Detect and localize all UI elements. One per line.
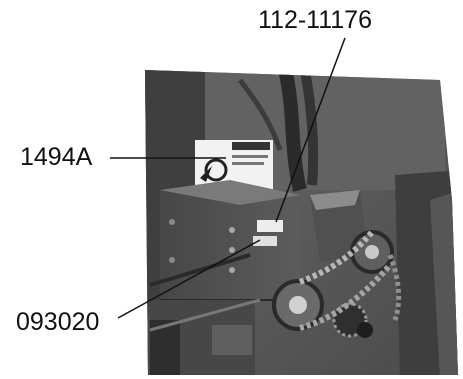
chain-drive — [272, 230, 402, 338]
callout-label-093020: 093020 — [16, 308, 100, 336]
decal-112-11176 — [257, 220, 283, 232]
leader-line-112-11176 — [275, 37, 346, 223]
photo-content — [145, 70, 458, 375]
leader-line-093020 — [117, 239, 261, 319]
decal-093020 — [253, 236, 277, 246]
callout-label-1494A: 1494A — [20, 143, 93, 171]
hose — [278, 70, 307, 192]
hose — [300, 70, 319, 186]
callout-label-112-11176: 112-11176 — [258, 6, 372, 34]
